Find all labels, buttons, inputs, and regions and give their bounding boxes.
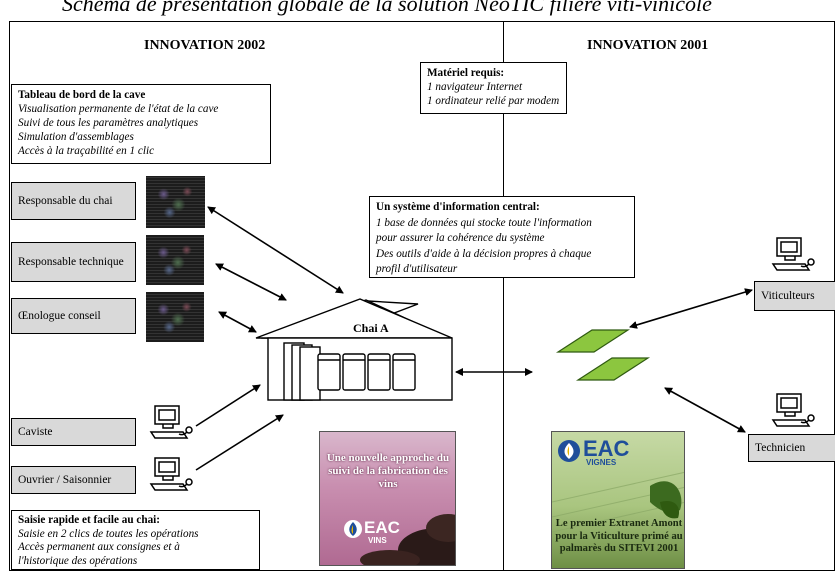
info-system-line: profil d'utilisateur [376,263,458,275]
role-viticulteurs: Viticulteurs [754,281,835,311]
role-responsable-technique: Responsable technique [11,242,136,282]
role-label: Responsable du chai [18,194,113,207]
info-system-heading: Un système d'information central: [376,201,540,213]
role-label: Responsable technique [18,255,124,268]
screen-capture-image [146,235,204,285]
diagram-title: Schéma de présentation globale de la sol… [62,0,712,16]
promo-vins-logo: EAC [364,518,400,537]
role-label: Ouvrier / Saisonnier [18,473,112,486]
role-label: Technicien [755,441,806,454]
promo-vins-text: Une nouvelle approche du suivi de la fab… [326,452,450,490]
info-system-box: Un système d'information central: 1 base… [369,196,635,278]
role-ouvrier: Ouvrier / Saisonnier [11,466,136,494]
role-technicien: Technicien [748,434,835,462]
dashboard-line: Simulation d'assemblages [18,131,134,143]
dashboard-line: Visualisation permanente de l'état de la… [18,103,219,115]
info-system-line: 1 base de données qui stocke toute l'inf… [376,216,592,229]
saisie-line: l'historique des opérations [18,554,138,567]
saisie-heading: Saisie rapide et facile au chai: [18,514,161,526]
screen-capture-image [146,176,205,228]
promo-eac-vignes: EAC VIGNES Le premier Extranet Amont pou… [551,431,685,569]
vineyard-image [552,440,684,533]
dashboard-heading: Tableau de bord de la cave [18,89,146,101]
materiel-box: Matériel requis: 1 navigateur Internet 1… [420,62,567,114]
dashboard-line: Suivi de tous les paramètres analytiques [18,117,199,129]
promo-vignes-logo-sub: VIGNES [586,458,617,467]
dashboard-box: Tableau de bord de la cave Visualisation… [11,84,271,164]
role-label: Caviste [18,425,53,438]
promo-vignes-logo: EAC [583,436,630,461]
role-label: Viticulteurs [761,289,815,302]
promo-eac-vins: Une nouvelle approche du suivi de la fab… [319,431,456,566]
materiel-heading: Matériel requis: [427,67,505,79]
info-system-line: Des outils d'aide à la décision propres … [376,247,592,260]
role-responsable-chai: Responsable du chai [11,182,136,220]
chai-label: Chai A [353,321,389,335]
section-right-heading: INNOVATION 2001 [587,38,709,53]
saisie-line: Accès permanent aux consignes et à [18,541,180,553]
saisie-line: Saisie en 2 clics de toutes les opératio… [18,527,199,540]
promo-vins-logo-sub: VINS [368,536,387,545]
info-system-line: pour assurer la cohérence du système [376,232,545,244]
saisie-box: Saisie rapide et facile au chai: Saisie … [11,510,260,570]
section-left-heading: INNOVATION 2002 [144,38,266,53]
role-oenologue: Œnologue conseil [11,298,136,334]
role-caviste: Caviste [11,418,136,446]
dashboard-line: Accès à la traçabilité en 1 clic [18,145,155,157]
promo-vignes-text: Le premier Extranet Amont pour la Viticu… [555,518,683,554]
materiel-line: 1 ordinateur relié par modem [427,95,560,107]
eac-logo-icon [344,520,362,538]
role-label: Œnologue conseil [18,309,101,322]
eac-logo-icon [558,440,580,462]
section-divider [503,21,504,571]
wine-barrels-image [344,514,455,565]
materiel-line: 1 navigateur Internet [427,81,523,93]
screen-capture-image [146,292,204,342]
